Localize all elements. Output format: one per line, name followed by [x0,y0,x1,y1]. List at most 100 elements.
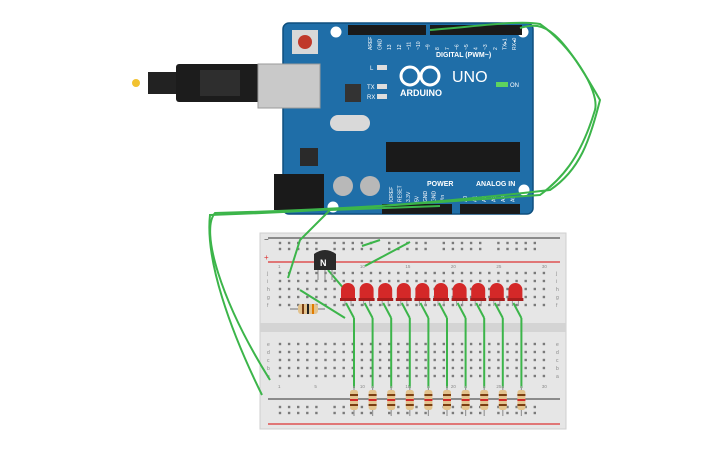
hole [442,271,445,275]
led [358,283,375,306]
hole [406,303,409,307]
pin-label: TX▸1 [502,38,508,50]
hole [351,279,354,283]
hole [506,295,509,299]
hole [315,247,318,251]
hole [369,411,373,415]
hole [351,350,354,354]
hole [360,405,364,409]
hole [315,241,318,245]
digital-label: DIGITAL (PWM~) [436,52,491,59]
hole [469,350,473,354]
hole [506,405,509,409]
hole [278,247,282,251]
resistor [498,386,507,416]
hole [533,358,536,362]
hole [469,358,473,362]
hole [297,342,300,346]
hole [333,295,336,299]
resistor [461,386,470,416]
hole [406,350,409,354]
hole [533,271,536,275]
hole [342,303,345,307]
hole [333,303,336,307]
usb-port [257,63,321,109]
hole [278,287,282,291]
hole [460,271,464,275]
hole [287,411,291,415]
hole [506,350,509,354]
hole [460,350,464,354]
hole [333,358,336,362]
hole [506,411,509,415]
hole [488,295,491,299]
hole [442,241,445,245]
power-jack [274,174,324,210]
hole [297,303,300,307]
hole [524,350,527,354]
hole [333,271,336,275]
hole [397,405,400,409]
pin-label: ~5 [464,44,470,50]
hole [460,411,464,415]
hole [287,374,291,378]
hole [469,405,473,409]
hole [287,279,291,283]
arduino-board: ARDUINO UNO DIGITAL (PWM~) POWER ANALOG … [257,22,534,215]
hole [460,303,464,307]
row-label: i [267,279,268,285]
row-label: d [556,350,559,356]
hole [442,358,445,362]
hole [360,366,364,370]
hole [388,342,391,346]
hole [469,411,473,415]
analog-label: ANALOG IN [476,181,515,188]
hole [406,411,409,415]
hole [360,350,364,354]
bottom-resistors [350,386,526,416]
hole [542,358,546,362]
hole [497,342,500,346]
leds [340,283,524,306]
hole [542,350,546,354]
pin-label: Vin [440,195,446,202]
pin-label: A5 [511,196,517,202]
transistor-label: N [320,258,327,268]
hole [324,358,327,362]
hole [469,247,473,251]
hole [315,295,318,299]
hole [506,342,509,346]
hole [524,247,527,251]
hole [515,241,518,245]
rail-minus-label: − [264,235,269,244]
led [507,283,524,306]
hole [533,374,536,378]
hole [469,271,473,275]
row-label: g [556,295,559,301]
pin-label: A4 [501,196,507,202]
hole [333,287,336,291]
hole [524,358,527,362]
hole [533,411,536,415]
pin-label: ~11 [406,42,412,50]
hole [533,279,536,283]
hole [515,247,518,251]
hole [488,366,491,370]
hole [324,366,327,370]
rx-label: RX [367,95,375,101]
hole [406,342,409,346]
hole [415,366,418,370]
on-label: ON [510,83,519,89]
pin-label: ~6 [454,44,460,50]
hole [306,350,309,354]
column-label: 30 [542,264,548,269]
row-label: j [266,271,268,277]
hole [451,374,455,378]
hole [315,374,318,378]
reset-button[interactable] [298,35,312,49]
hole [369,350,373,354]
hole [369,279,373,283]
hole [278,374,282,378]
hole [433,279,436,283]
hole [451,342,455,346]
